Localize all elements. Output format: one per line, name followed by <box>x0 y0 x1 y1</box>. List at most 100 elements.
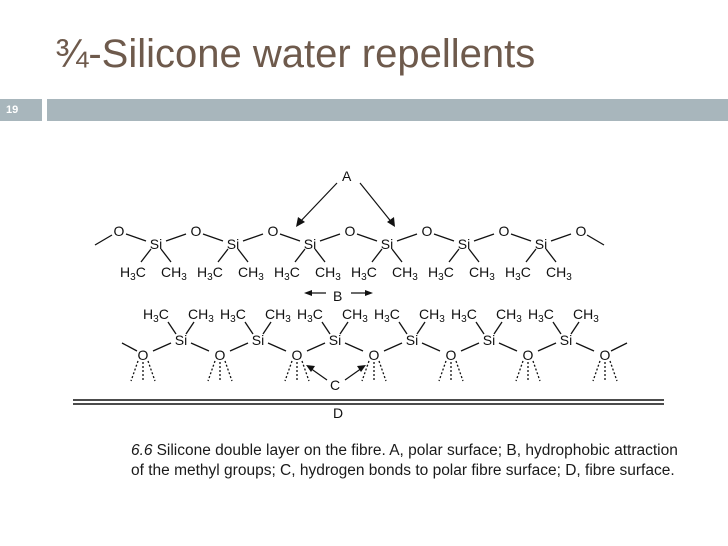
arrowhead-a-left <box>296 217 305 227</box>
top-silicon: Si <box>227 236 239 252</box>
top-si-methyl-bond-left <box>525 248 537 263</box>
label-c: C <box>330 377 340 393</box>
top-si-o-bond <box>396 233 418 242</box>
top-methyl-left: H3C <box>428 264 454 283</box>
bottom-o-si-bond <box>383 342 403 352</box>
top-methyl-right: CH3 <box>161 264 187 283</box>
bottom-methyl-left: H3C <box>374 306 400 325</box>
top-si-methyl-bond-left <box>140 248 152 263</box>
caption-text: Silicone double layer on the fibre. A, p… <box>131 442 678 479</box>
top-si-methyl-bond-right <box>545 248 557 263</box>
bottom-methyl-right: CH3 <box>419 306 445 325</box>
top-o-si-bond <box>125 233 147 242</box>
top-silicon: Si <box>458 236 470 252</box>
bottom-o-si-bond <box>537 342 557 352</box>
slide-number: 19 <box>0 99 42 121</box>
bottom-silicon: Si <box>483 332 495 348</box>
top-chain-end-left <box>94 234 113 246</box>
bottom-oxygen: O <box>600 347 611 363</box>
bottom-methyl-left: H3C <box>220 306 246 325</box>
top-o-si-bond <box>279 233 301 242</box>
bottom-chain-end-left <box>121 342 138 352</box>
top-oxygen: O <box>268 223 279 239</box>
top-methyl-left: H3C <box>351 264 377 283</box>
bottom-silicon: Si <box>175 332 187 348</box>
hydrogen-bond-right <box>224 360 233 382</box>
bottom-oxygen: O <box>292 347 303 363</box>
bottom-si-methyl-bond-left <box>244 321 254 335</box>
bottom-si-o-bond <box>498 342 518 352</box>
bottom-silicon: Si <box>406 332 418 348</box>
top-si-o-bond <box>473 233 495 242</box>
bottom-si-methyl-bond-right <box>416 321 426 335</box>
top-si-methyl-bond-right <box>160 248 172 263</box>
bottom-silicon: Si <box>329 332 341 348</box>
arrowhead-b-left <box>304 290 312 296</box>
arrow-a-left <box>297 182 338 225</box>
hydrogen-bond-right <box>609 360 618 382</box>
top-oxygen: O <box>422 223 433 239</box>
hydrogen-bond-left <box>592 360 601 382</box>
top-si-methyl-bond-left <box>448 248 460 263</box>
top-oxygen: O <box>576 223 587 239</box>
top-oxygen: O <box>499 223 510 239</box>
bottom-methyl-left: H3C <box>297 306 323 325</box>
bottom-oxygen: O <box>138 347 149 363</box>
bottom-o-si-bond <box>229 342 249 352</box>
top-methyl-right: CH3 <box>315 264 341 283</box>
top-methyl-left: H3C <box>505 264 531 283</box>
arrow-c-right <box>344 367 363 381</box>
hydrogen-bond-right <box>147 360 156 382</box>
bottom-si-o-bond <box>421 342 441 352</box>
bottom-si-methyl-bond-left <box>398 321 408 335</box>
hydrogen-bond-left <box>130 360 139 382</box>
top-si-methyl-bond-right <box>237 248 249 263</box>
bottom-si-methyl-bond-right <box>339 321 349 335</box>
bottom-oxygen: O <box>446 347 457 363</box>
bottom-si-o-bond <box>575 342 595 352</box>
arrow-a-right <box>359 182 394 225</box>
arrowhead-c-left <box>306 365 315 372</box>
hydrogen-bond-left <box>207 360 216 382</box>
arrowhead-c-right <box>357 365 366 372</box>
bottom-silicon: Si <box>560 332 572 348</box>
top-si-methyl-bond-left <box>294 248 306 263</box>
top-silicon: Si <box>535 236 547 252</box>
top-o-si-bond <box>356 233 378 242</box>
top-o-si-bond <box>202 233 224 242</box>
top-methyl-left: H3C <box>197 264 223 283</box>
bottom-methyl-right: CH3 <box>342 306 368 325</box>
hydrogen-bond-left <box>361 360 370 382</box>
figure-number: 6.6 <box>131 442 153 459</box>
bottom-o-si-bond <box>152 342 172 352</box>
label-a: A <box>342 168 352 184</box>
hydrogen-bond-right <box>455 360 464 382</box>
top-oxygen: O <box>345 223 356 239</box>
bottom-methyl-right: CH3 <box>188 306 214 325</box>
bottom-chain-end-right <box>610 342 628 352</box>
bottom-si-methyl-bond-right <box>185 321 195 335</box>
bottom-methyl-right: CH3 <box>573 306 599 325</box>
bottom-methyl-left: H3C <box>528 306 554 325</box>
top-o-si-bond <box>433 233 455 242</box>
bottom-si-methyl-bond-left <box>321 321 331 335</box>
top-si-o-bond <box>165 233 187 242</box>
top-si-methyl-bond-left <box>217 248 229 263</box>
bottom-si-o-bond <box>267 342 287 352</box>
hydrogen-bond-left <box>284 360 293 382</box>
top-si-methyl-bond-right <box>391 248 403 263</box>
top-methyl-right: CH3 <box>238 264 264 283</box>
top-si-o-bond <box>319 233 341 242</box>
top-oxygen: O <box>114 223 125 239</box>
top-si-methyl-bond-right <box>468 248 480 263</box>
top-oxygen: O <box>191 223 202 239</box>
bottom-methyl-left: H3C <box>451 306 477 325</box>
bottom-si-methyl-bond-left <box>552 321 562 335</box>
top-silicon: Si <box>304 236 316 252</box>
top-methyl-right: CH3 <box>546 264 572 283</box>
top-o-si-bond <box>510 233 532 242</box>
arrowhead-b-right <box>365 290 373 296</box>
